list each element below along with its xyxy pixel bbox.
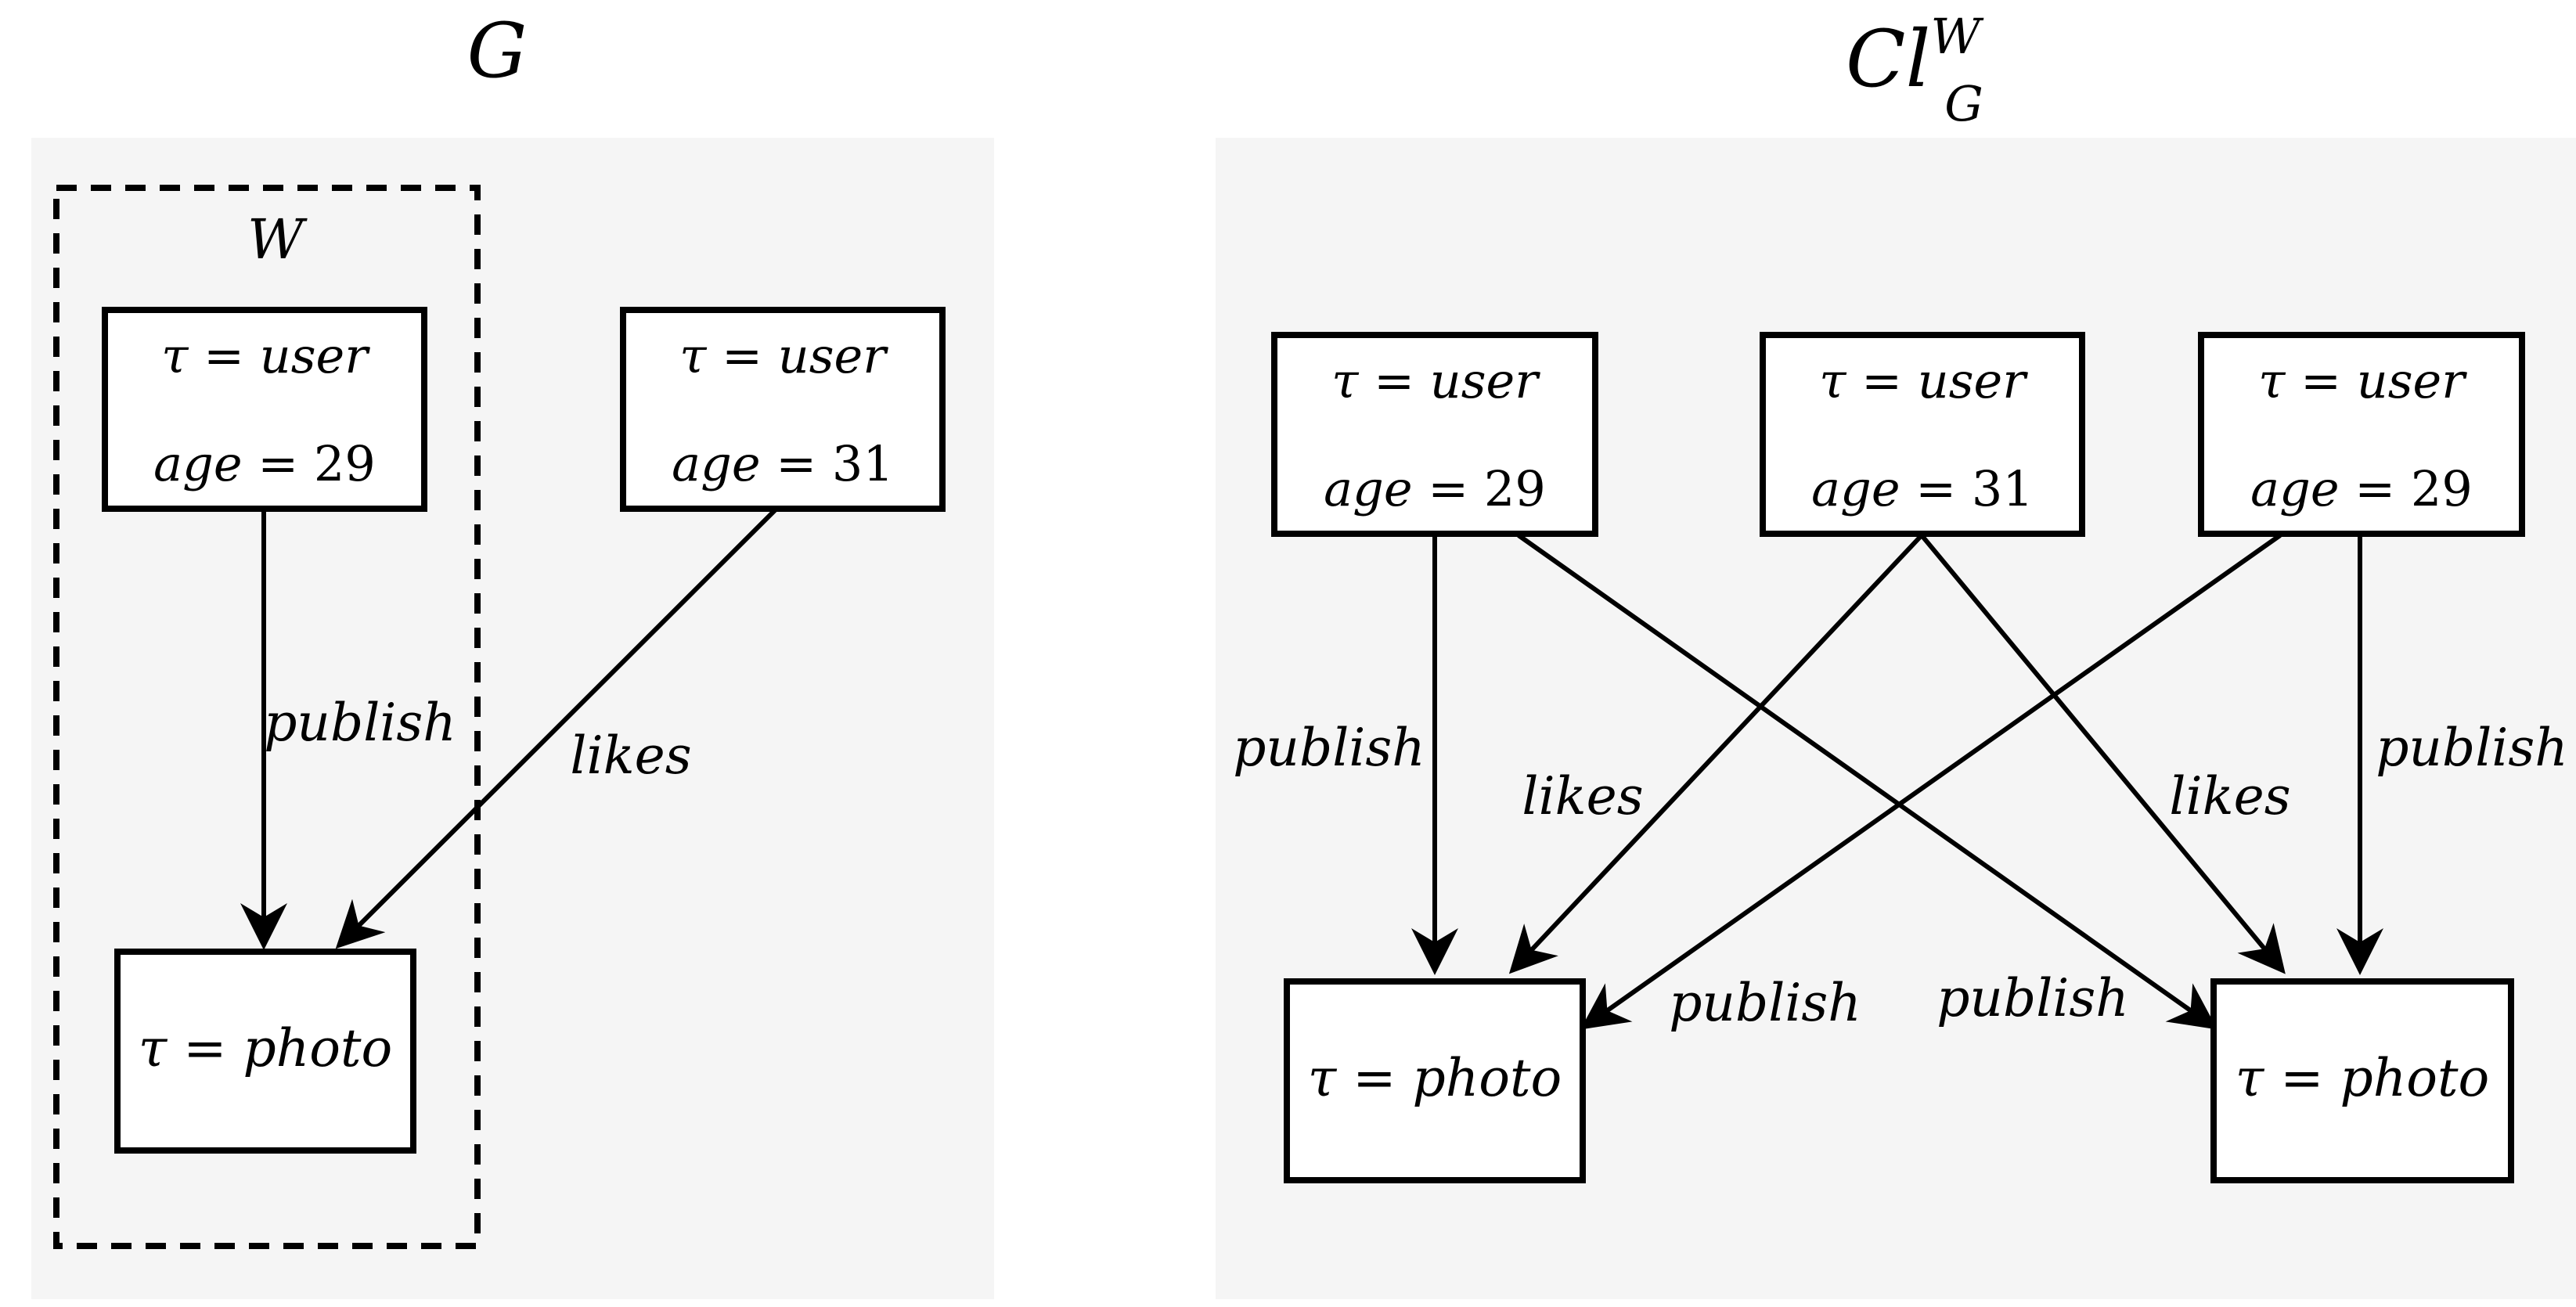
right-node-user-31-age: age = 31 [1811,460,2034,517]
right-node-user-31: τ = user age = 31 [1760,332,2085,537]
right-node-user-29-a-age: age = 29 [1324,460,1546,517]
left-node-photo: τ = photo [114,949,416,1154]
window-w-label: W [247,207,308,272]
left-title: G [467,7,528,95]
right-node-user-29-b: τ = user age = 29 [2198,332,2525,537]
right-node-photo-2: τ = photo [2210,978,2514,1183]
left-node-user-31: τ = user age = 31 [620,307,946,512]
right-edge-label-publish-u3-p1: publish [1669,973,1861,1033]
left-node-photo-type: τ = photo [139,1018,393,1078]
right-node-photo-1-type: τ = photo [1308,1048,1562,1108]
left-node-user-29: τ = user age = 29 [102,307,427,512]
right-edge-label-likes-u2-p1: likes [1522,766,1643,826]
right-edge-likes-u2-p1 [1508,533,1924,974]
left-graph: G W publish likes τ = user age = 29 τ = … [31,7,994,1299]
right-node-user-29-b-age: age = 29 [2250,460,2473,517]
left-node-user-29-type: τ = user [161,327,370,384]
window-w-dashed-box [53,185,481,1249]
left-edge-label-publish: publish [264,693,456,753]
right-node-user-29-a-type: τ = user [1331,352,1540,409]
left-node-user-31-age: age = 31 [672,435,894,492]
right-node-user-29-a: τ = user age = 29 [1271,332,1598,537]
right-node-photo-2-type: τ = photo [2236,1048,2490,1108]
left-edge-likes [335,508,777,949]
left-node-user-31-type: τ = user [679,327,888,384]
right-node-user-29-b-type: τ = user [2258,352,2467,409]
right-node-user-31-type: τ = user [1819,352,2028,409]
right-edge-publish-u1-p2 [1517,533,2218,1030]
right-edge-likes-u2-p2 [1919,534,2286,974]
right-edge-publish-u3-p1 [1580,533,2282,1030]
right-node-photo-1: τ = photo [1284,978,1586,1183]
right-edge-label-publish-u1-p2: publish [1937,968,2129,1028]
right-edge-label-likes-u2-p2: likes [2169,766,2290,826]
right-edge-label-publish-u3-p2: publish [2376,718,2568,778]
left-edge-label-likes: likes [570,726,691,786]
right-edge-label-publish-u1-p1: publish [1233,718,1425,778]
left-node-user-29-age: age = 29 [153,435,376,492]
